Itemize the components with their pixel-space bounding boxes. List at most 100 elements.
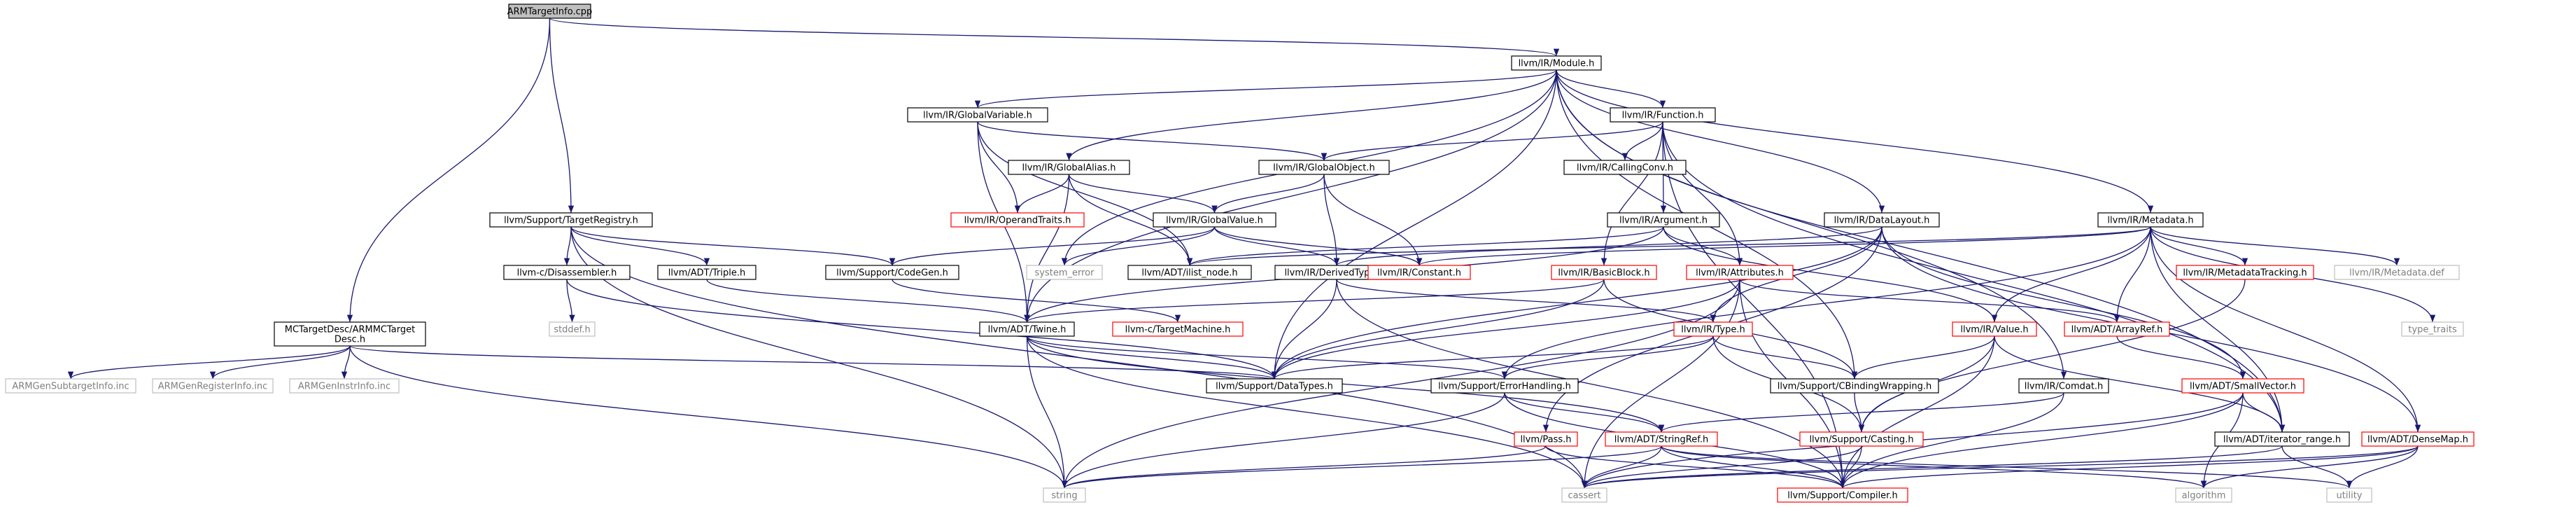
node-callingconv[interactable]: llvm/IR/CallingConv.h (1563, 160, 1687, 175)
node-box-root (508, 4, 591, 19)
edge-function-to-compiler (1662, 121, 1846, 489)
node-smallvector[interactable]: llvm/ADT/SmallVector.h (2181, 378, 2304, 394)
node-globalobject[interactable]: llvm/IR/GlobalObject.h (1258, 160, 1390, 175)
edge-arrayref-to-smallvector (2116, 335, 2246, 380)
node-stringref[interactable]: llvm/ADT/StringRef.h (1605, 431, 1718, 447)
node-derivedtypes[interactable]: llvm/IR/DerivedTypes.h (1274, 265, 1399, 280)
node-globalvar[interactable]: llvm/IR/GlobalVariable.h (907, 107, 1048, 123)
edge-twine-to-string (1026, 335, 1068, 489)
edge-metadata-to-errorhandling (1501, 226, 2151, 380)
edge-argument-to-ilistnode (1187, 226, 1664, 266)
node-box-twine (979, 321, 1075, 337)
node-datatypes[interactable]: llvm/Support/DataTypes.h (1206, 378, 1343, 394)
node-argument[interactable]: llvm/IR/Argument.h (1607, 212, 1720, 228)
node-genregister: ARMGenRegisterInfo.inc (152, 378, 274, 394)
node-targetmachine[interactable]: llvm-c/TargetMachine.h (1112, 321, 1244, 337)
node-attributes[interactable]: llvm/IR/Attributes.h (1686, 265, 1794, 280)
edge-attributes-to-arrayref (1739, 279, 2120, 323)
node-label-gensubtarget: ARMGenSubtargetInfo.inc (12, 382, 129, 392)
node-box-ilistnode (1127, 265, 1252, 280)
node-label-utility: utility (2337, 491, 2363, 501)
edge-module-to-function (1556, 69, 1666, 109)
edge-module-to-datalayout (1556, 69, 1885, 214)
node-box-metadatatracking (2176, 265, 2314, 280)
node-label-targetreg: llvm/Support/TargetRegistry.h (504, 216, 638, 226)
node-box-typetraits (2401, 321, 2464, 337)
node-box-smallvector (2181, 378, 2304, 394)
edge-twine-to-datatypes (1026, 335, 1278, 380)
edge-globalvar-to-globalobject (977, 121, 1327, 161)
node-label-type: llvm/IR/Type.h (1681, 325, 1745, 335)
node-basicblock[interactable]: llvm/IR/BasicBlock.h (1551, 265, 1657, 280)
edge-derivedtypes-to-compiler (1336, 279, 1846, 489)
node-compiler[interactable]: llvm/Support/Compiler.h (1777, 487, 1908, 503)
edge-module-to-twine (1024, 69, 1557, 323)
node-globalalias[interactable]: llvm/IR/GlobalAlias.h (1008, 160, 1130, 175)
node-label-geninstr: ARMGenInstrInfo.inc (298, 382, 390, 392)
node-box-triple (657, 265, 756, 280)
node-utility: utility (2326, 487, 2372, 503)
edge-armmc-to-string (349, 345, 1068, 489)
node-globalvalue[interactable]: llvm/IR/GlobalValue.h (1153, 212, 1276, 228)
node-iteratorrange[interactable]: llvm/ADT/iterator_range.h (2214, 431, 2350, 447)
node-label-datatypes: llvm/Support/DataTypes.h (1216, 382, 1333, 392)
edge-metadata-to-ilistnode (1187, 226, 2151, 266)
node-box-module (1511, 55, 1602, 71)
edge-globalalias-to-twine (1024, 174, 1070, 323)
edge-disassembler-to-stddef (566, 279, 575, 323)
node-targetreg[interactable]: llvm/Support/TargetRegistry.h (489, 212, 653, 228)
node-label-armmc: MCTargetDesc/ARMMCTarget (285, 325, 415, 335)
node-box-compiler (1777, 487, 1908, 503)
node-cassert: cassert (1561, 487, 1607, 503)
node-arrayref[interactable]: llvm/ADT/ArrayRef.h (2064, 321, 2170, 337)
node-cbinding[interactable]: llvm/Support/CBindingWrapping.h (1770, 378, 1939, 394)
node-casting[interactable]: llvm/Support/Casting.h (1799, 431, 1924, 447)
node-function[interactable]: llvm/IR/Function.h (1610, 107, 1716, 123)
edge-globalobject-to-globalvalue (1211, 174, 1325, 214)
node-metadata[interactable]: llvm/IR/Metadata.h (2097, 212, 2204, 228)
node-densemap[interactable]: llvm/ADT/DenseMap.h (2361, 431, 2475, 447)
edge-stringref-to-string (1062, 445, 1662, 489)
node-constant[interactable]: llvm/IR/Constant.h (1367, 265, 1471, 280)
node-label-iteratorrange: llvm/ADT/iterator_range.h (2223, 435, 2341, 445)
edge-metadata-to-constant (1416, 226, 2151, 266)
node-disassembler[interactable]: llvm-c/Disassembler.h (503, 265, 631, 280)
edge-targetreg-to-string (570, 226, 1068, 489)
edge-attributes-to-cassert (1581, 279, 1740, 489)
node-label-densemap: llvm/ADT/DenseMap.h (2367, 435, 2468, 445)
node-comdat[interactable]: llvm/IR/Comdat.h (2018, 378, 2109, 394)
node-label-ilistnode: llvm/ADT/ilist_node.h (1141, 268, 1237, 279)
node-operandtraits[interactable]: llvm/IR/OperandTraits.h (950, 212, 1085, 228)
node-box-function (1610, 107, 1716, 123)
node-root[interactable]: ARMTargetInfo.cpp (507, 4, 593, 19)
edge-codegen-to-targetmachine (892, 279, 1181, 323)
node-box-constant (1367, 265, 1471, 280)
node-triple[interactable]: llvm/ADT/Triple.h (657, 265, 756, 280)
node-label-root: ARMTargetInfo.cpp (507, 7, 593, 18)
node-label-attributes: llvm/IR/Attributes.h (1696, 268, 1784, 279)
edge-module-to-metadata (1556, 69, 2154, 214)
node-twine[interactable]: llvm/ADT/Twine.h (979, 321, 1075, 337)
edge-targetreg-to-triple (570, 226, 710, 266)
node-pass[interactable]: llvm/Pass.h (1514, 431, 1578, 447)
edge-module-to-globalalias (1066, 69, 1557, 161)
node-box-type (1673, 321, 1753, 337)
node-label-globalobject: llvm/IR/GlobalObject.h (1273, 163, 1374, 174)
node-type[interactable]: llvm/IR/Type.h (1673, 321, 1753, 337)
node-box-gensubtarget (5, 378, 136, 394)
node-metadatatracking[interactable]: llvm/IR/MetadataTracking.h (2176, 265, 2314, 280)
node-value[interactable]: llvm/IR/Value.h (1952, 321, 2037, 337)
edge-datalayout-to-smallvector (1881, 226, 2246, 380)
node-label-arrayref: llvm/ADT/ArrayRef.h (2071, 325, 2163, 335)
node-ilistnode[interactable]: llvm/ADT/ilist_node.h (1127, 265, 1252, 280)
edge-basicblock-to-datatypes (1271, 279, 1605, 380)
node-label-module: llvm/IR/Module.h (1519, 59, 1595, 69)
edge-datalayout-to-datatypes (1271, 226, 1882, 380)
node-datalayout[interactable]: llvm/IR/DataLayout.h (1824, 212, 1940, 228)
node-label-triple: llvm/ADT/Triple.h (668, 268, 745, 279)
node-errorhandling[interactable]: llvm/Support/ErrorHandling.h (1430, 378, 1579, 394)
node-module[interactable]: llvm/IR/Module.h (1511, 55, 1602, 71)
node-typetraits: type_traits (2401, 321, 2464, 337)
node-codegen[interactable]: llvm/Support/CodeGen.h (825, 265, 959, 280)
